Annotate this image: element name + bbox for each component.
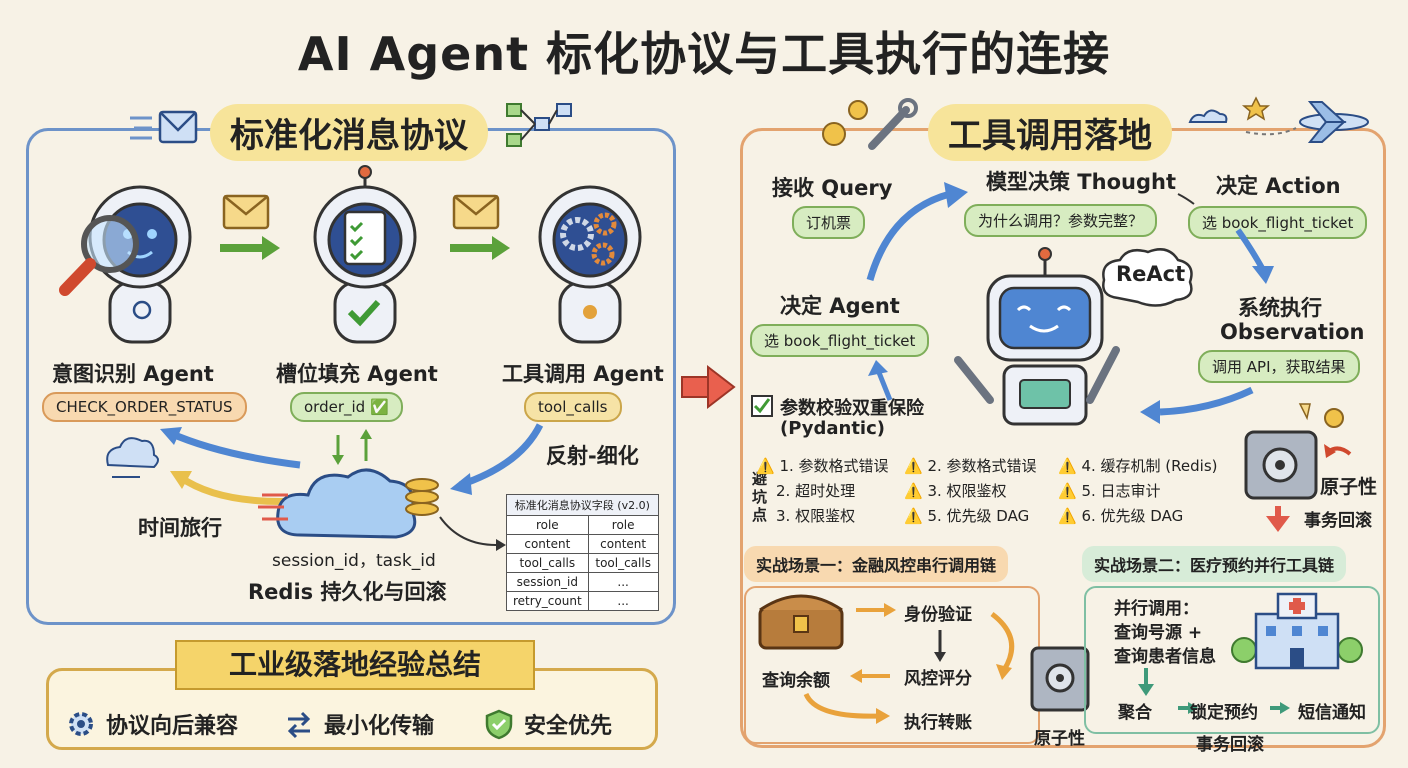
action-tag: 选 book_flight_ticket xyxy=(1188,206,1368,239)
pitfall-item: 2. 超时处理 xyxy=(776,482,856,500)
scene1-flow xyxy=(758,594,1015,724)
parallel-line: 查询号源 + xyxy=(1114,623,1203,643)
scene2-rollback-label: 事务回滚 xyxy=(1196,735,1264,755)
intent-agent-label: 意图识别 Agent xyxy=(52,362,214,386)
slot-agent-label: 槽位填充 Agent xyxy=(276,362,438,386)
pitfall-item: ⚠️ 4. 缓存机制 (Redis) xyxy=(1058,457,1218,475)
flow-nodes-icon xyxy=(506,103,572,147)
table-row: session_id... xyxy=(506,572,659,592)
warning-icon: ⚠️ xyxy=(904,482,928,500)
system-exec-label: 系统执行 xyxy=(1238,296,1322,320)
react-robot-icon xyxy=(954,247,1120,426)
scene2-box xyxy=(1084,586,1380,734)
param-check-label: 参数校验双重保险 xyxy=(780,398,924,419)
warning-icon: ⚠️ xyxy=(904,457,928,475)
agent-tag: 选 book_flight_ticket xyxy=(750,324,930,357)
scene2-chain-arrows xyxy=(1138,668,1290,714)
chain-step: 聚合 xyxy=(1118,703,1152,723)
warning-icon: ⚠️ xyxy=(1058,482,1082,500)
warning-icon: ⚠️ xyxy=(756,457,780,475)
intent-agent-robot-icon xyxy=(59,185,192,344)
page-title: AI Agent 标化协议与工具执行的连接 xyxy=(297,27,1111,81)
tool-agent-tag: tool_calls xyxy=(524,392,622,422)
intent-agent-tag: CHECK_ORDER_STATUS xyxy=(42,392,247,422)
tool-agent-label: 工具调用 Agent xyxy=(502,362,664,386)
pitfall-item: ⚠️ 3. 权限鉴权 xyxy=(904,482,1007,500)
summary-item-minimal: 最小化传输 xyxy=(284,708,434,740)
scene1-step: 执行转账 xyxy=(904,713,972,733)
checkbox-checked-icon xyxy=(751,395,773,417)
slot-agent-robot-icon xyxy=(313,165,417,344)
scene2-title: 实战场景二：医疗预约并行工具链 xyxy=(1082,546,1347,582)
summary-item-security: 安全优先 xyxy=(484,708,612,740)
time-travel-label: 时间旅行 xyxy=(138,516,222,540)
thought-tag: 为什么调用？参数完整？ xyxy=(964,204,1158,237)
scene1-title: 实战场景一：金融风控串行调用链 xyxy=(744,546,1009,582)
react-bubble-icon xyxy=(1102,248,1193,307)
pitfall-item: ⚠️ 5. 优先级 DAG xyxy=(904,507,1030,525)
envelope-icon xyxy=(220,194,280,260)
query-tag: 订机票 xyxy=(792,206,866,239)
react-loop-arrows xyxy=(866,182,1274,424)
protocol-section-title: 标准化消息协议 xyxy=(210,104,488,161)
pitfall-item: 3. 权限鉴权 xyxy=(776,507,856,525)
observation-label: Observation xyxy=(1220,320,1365,344)
safe-icon xyxy=(1030,646,1090,712)
observation-tag: 调用 API，获取结果 xyxy=(1198,350,1360,383)
tool-section-title: 工具调用落地 xyxy=(928,104,1172,161)
summary-item-compat: 协议向后兼容 xyxy=(66,708,238,740)
decide-action-label: 决定 Action xyxy=(1216,174,1341,198)
react-label: ReAct xyxy=(1116,262,1186,286)
model-decision-label: 模型决策 Thought xyxy=(986,170,1176,194)
chain-step: 短信通知 xyxy=(1298,703,1366,723)
warning-icon: ⚠️ xyxy=(1058,507,1082,525)
scene1-step: 查询余额 xyxy=(762,671,830,691)
scene1-step: 风控评分 xyxy=(904,669,972,689)
redis-label: Redis 持久化与回滚 xyxy=(248,580,447,604)
atomicity-label: 原子性 xyxy=(1320,476,1378,498)
envelope-icon xyxy=(130,110,198,144)
airplane-icon xyxy=(1188,96,1369,143)
pitfall-item: ⚠️ 2. 参数格式错误 xyxy=(904,457,1037,475)
receive-query-label: 接收 Query xyxy=(772,176,893,200)
safe-icon xyxy=(1244,403,1352,532)
wrench-coins-icon xyxy=(822,98,918,150)
arrow-right-icon xyxy=(681,364,736,410)
table-header: 标准化消息协议字段 (v2.0) xyxy=(506,494,659,516)
chain-step: 锁定预约 xyxy=(1190,703,1258,723)
tx-rollback-label: 事务回滚 xyxy=(1304,511,1372,531)
envelope-icon xyxy=(450,194,510,260)
session-label: session_id，task_id xyxy=(272,551,436,571)
decide-agent-label: 决定 Agent xyxy=(780,294,900,318)
reflect-label: 反射-细化 xyxy=(546,444,639,468)
parallel-line: 查询患者信息 xyxy=(1114,647,1216,667)
pitfall-side-label: 避 坑 点 xyxy=(752,470,768,524)
pitfall-item: ⚠️ 5. 日志审计 xyxy=(1058,482,1161,500)
pitfall-item: ⚠️ 6. 优先级 DAG xyxy=(1058,507,1184,525)
pydantic-label: (Pydantic) xyxy=(780,418,886,439)
shield-icon xyxy=(485,709,513,740)
slot-agent-tag: order_id ✅ xyxy=(290,392,403,422)
warning-icon: ⚠️ xyxy=(1058,457,1082,475)
warning-icon: ⚠️ xyxy=(904,507,928,525)
tool-agent-robot-icon xyxy=(538,185,642,344)
swap-arrows-icon xyxy=(287,711,311,739)
parallel-title: 并行调用： xyxy=(1114,599,1199,619)
summary-banner: 工业级落地经验总结 xyxy=(175,640,535,690)
scene1-step: 身份验证 xyxy=(904,605,972,625)
pitfall-item: ⚠️ 1. 参数格式错误 xyxy=(756,457,889,475)
scene1-atomicity-label: 原子性 xyxy=(1034,729,1085,749)
table-row: retry_count... xyxy=(506,591,659,611)
hospital-icon xyxy=(1231,592,1363,670)
gear-icon xyxy=(69,712,93,736)
redis-cloud-diagram xyxy=(106,423,544,551)
